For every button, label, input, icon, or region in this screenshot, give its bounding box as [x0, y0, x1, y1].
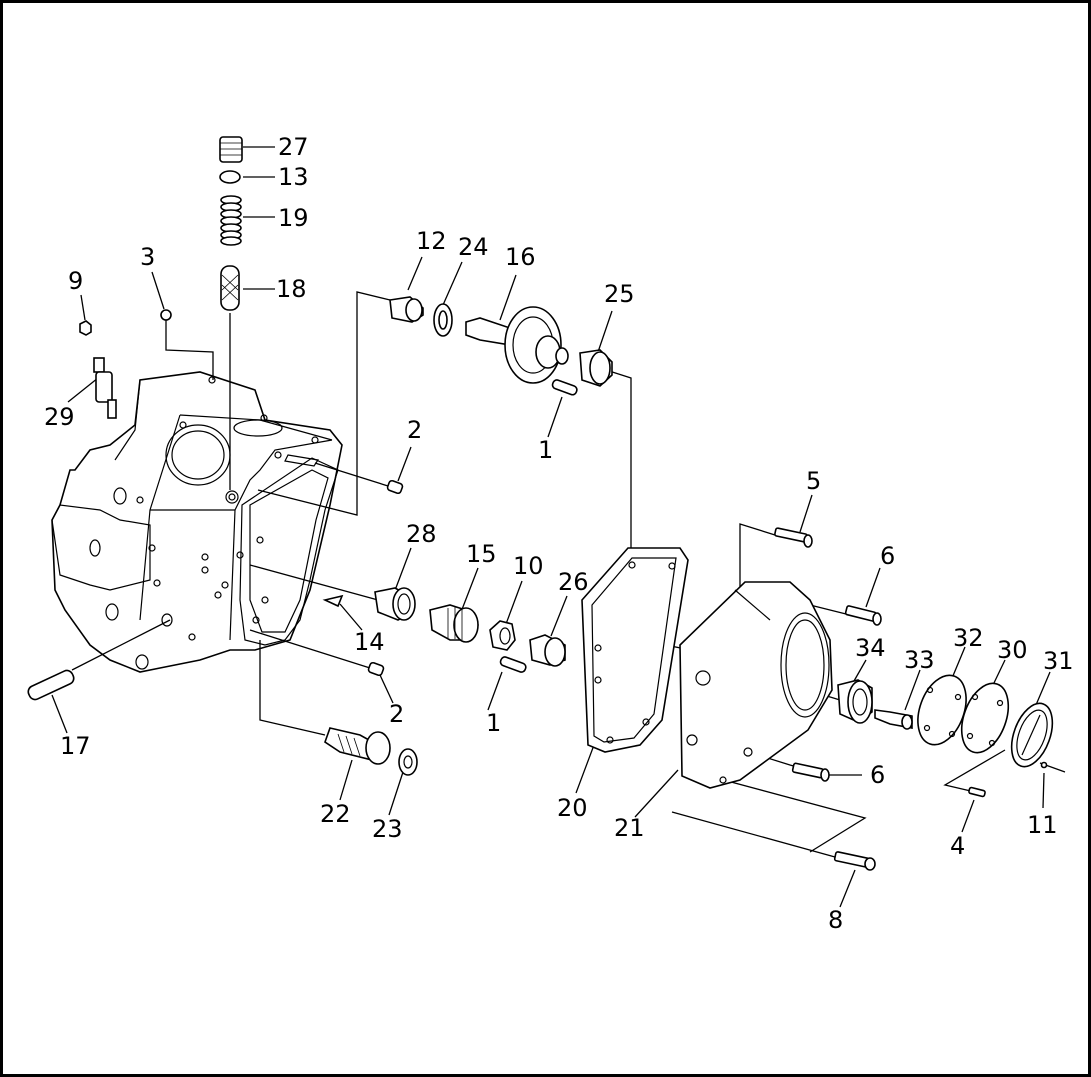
cover-21 — [679, 581, 833, 789]
callout-16: 16 — [505, 243, 536, 271]
callout-2-upper: 2 — [407, 416, 422, 444]
dowel-2-upper — [386, 479, 404, 495]
callout-12: 12 — [416, 227, 447, 255]
callout-24: 24 — [458, 233, 489, 261]
gear-shaft-16 — [465, 306, 569, 384]
screw-6-lower — [791, 762, 830, 782]
callout-19: 19 — [278, 204, 309, 232]
screw-6-upper — [844, 605, 882, 626]
washer-24 — [433, 303, 453, 337]
callout-29: 29 — [44, 403, 75, 431]
gasket-30 — [960, 682, 1010, 754]
dowel-1-upper — [551, 379, 578, 396]
callout-6-lower: 6 — [870, 761, 885, 789]
gear-15 — [429, 604, 479, 643]
callout-21: 21 — [614, 814, 645, 842]
callout-33: 33 — [904, 646, 935, 674]
callout-34: 34 — [855, 634, 886, 662]
callout-1-lower: 1 — [486, 709, 501, 737]
callout-6-upper: 6 — [880, 542, 895, 570]
filter-screen-18 — [220, 265, 240, 311]
oil-pump-22 — [324, 727, 391, 765]
screw-8 — [833, 851, 876, 871]
callout-2-lower: 2 — [389, 700, 404, 728]
vent-11 — [1039, 761, 1066, 773]
bearing-12 — [389, 296, 424, 323]
key-14 — [322, 594, 344, 608]
nut-10 — [489, 620, 516, 651]
bearing-34 — [837, 679, 873, 724]
callout-26: 26 — [558, 568, 589, 596]
plug-3 — [160, 309, 172, 321]
callout-17: 17 — [60, 732, 91, 760]
dowel-1-lower — [499, 656, 527, 673]
pin-17 — [27, 669, 75, 701]
o-ring-13 — [219, 170, 241, 184]
plug-27 — [219, 136, 243, 163]
cap-31 — [1010, 702, 1054, 768]
callout-13: 13 — [278, 163, 309, 191]
callout-11: 11 — [1027, 811, 1058, 839]
callout-25: 25 — [604, 280, 635, 308]
spring-19 — [220, 195, 242, 246]
gasket-20 — [581, 547, 689, 753]
callout-22: 22 — [320, 800, 351, 828]
callout-8: 8 — [828, 906, 843, 934]
callout-4: 4 — [950, 832, 965, 860]
washer-23 — [398, 748, 418, 776]
callout-15: 15 — [466, 540, 497, 568]
callout-28: 28 — [406, 520, 437, 548]
callout-31: 31 — [1043, 647, 1074, 675]
bearing-28 — [374, 587, 416, 621]
callout-27: 27 — [278, 133, 309, 161]
bushing-26 — [529, 634, 566, 667]
callout-32: 32 — [953, 624, 984, 652]
callout-30: 30 — [997, 636, 1028, 664]
callout-10: 10 — [513, 552, 544, 580]
crankcase-housing — [51, 371, 343, 673]
bearing-25 — [579, 349, 613, 387]
callout-labels: 27 13 19 18 3 9 29 12 24 16 25 1 2 28 15… — [44, 133, 1074, 934]
callout-20: 20 — [557, 794, 588, 822]
callout-1-upper: 1 — [538, 436, 553, 464]
callout-3: 3 — [140, 243, 155, 271]
callout-14: 14 — [354, 628, 385, 656]
screw-4 — [968, 786, 986, 798]
callout-5: 5 — [806, 467, 821, 495]
callout-23: 23 — [372, 815, 403, 843]
dowel-2-lower — [367, 661, 385, 677]
plate-32 — [917, 674, 967, 746]
nut-9 — [79, 320, 92, 336]
callout-9: 9 — [68, 267, 83, 295]
shaft-33 — [874, 709, 913, 730]
screw-5 — [774, 527, 813, 548]
callout-18: 18 — [276, 275, 307, 303]
sender-29 — [93, 357, 117, 419]
